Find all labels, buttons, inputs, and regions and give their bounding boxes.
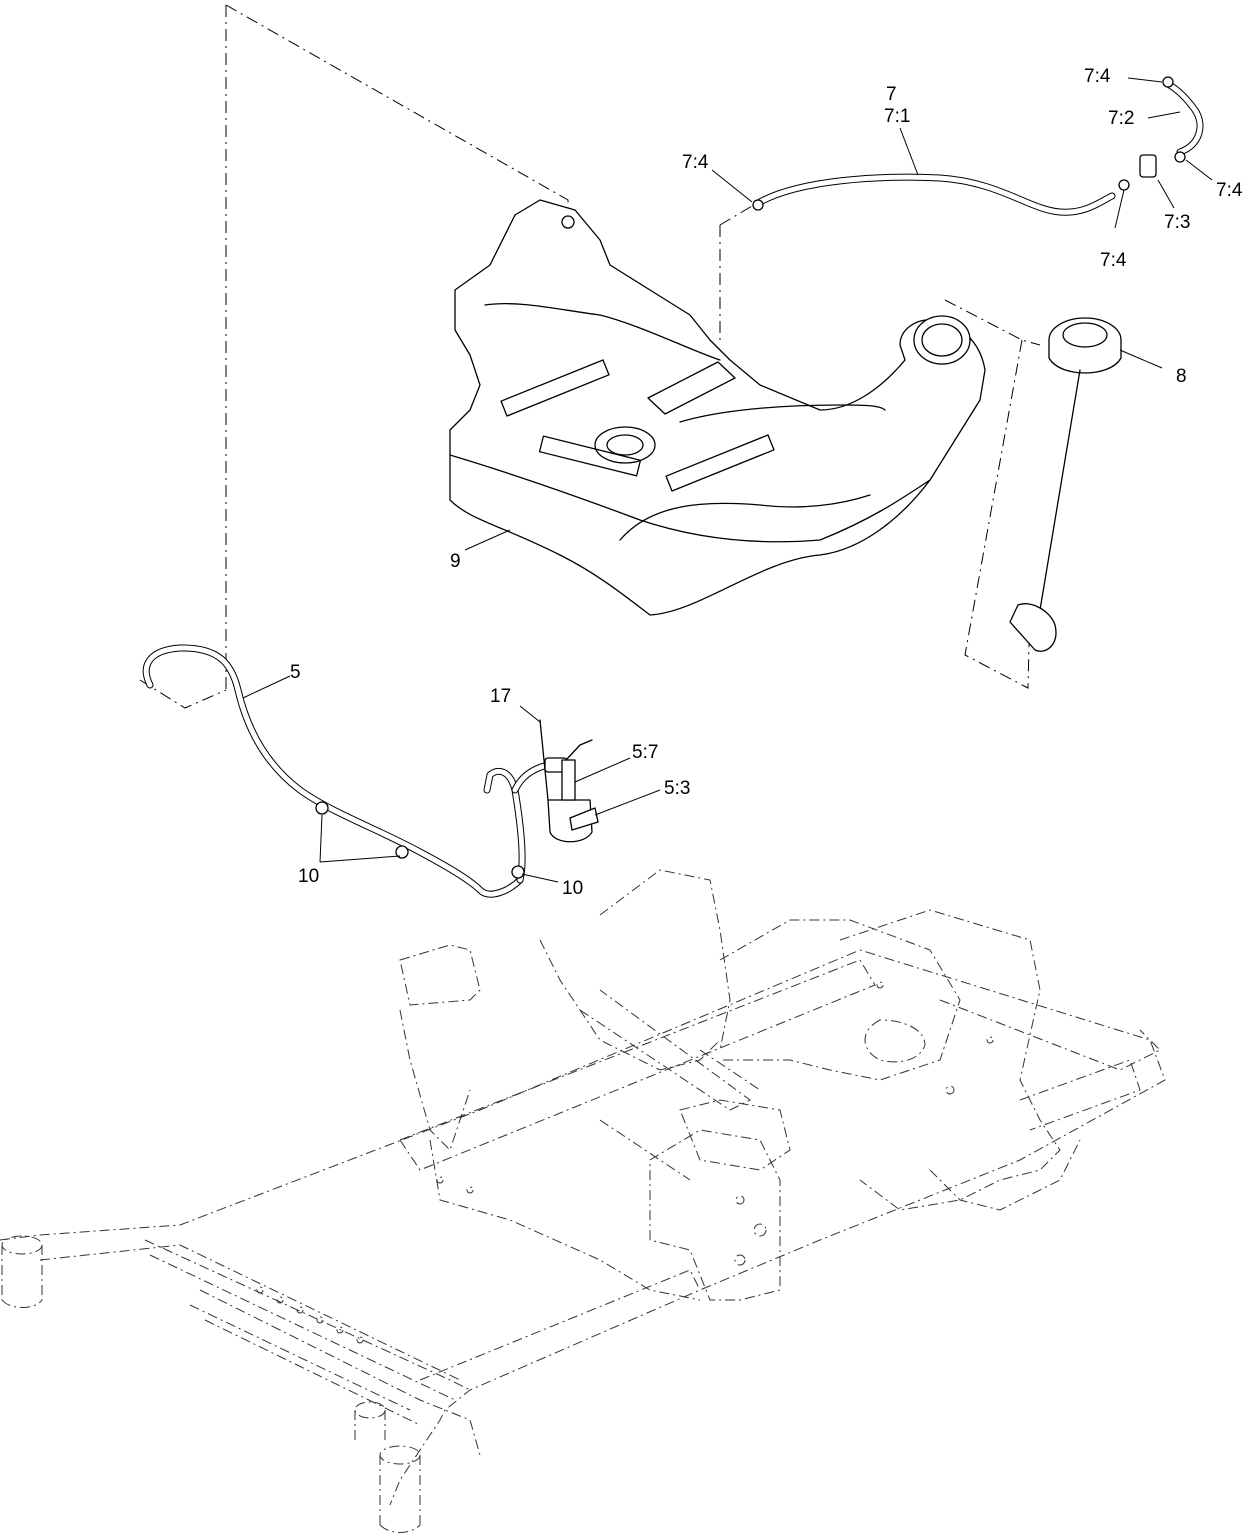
callout-7-4-left: 7:4 bbox=[682, 152, 709, 173]
callout-labels: 7 7:1 7:4 7:2 7:4 7:4 7:3 7:4 8 9 5 17 5… bbox=[290, 66, 1243, 899]
callout-7-1: 7:1 bbox=[884, 106, 910, 127]
callout-5-7: 5:7 bbox=[632, 742, 658, 763]
callout-10-left: 10 bbox=[298, 866, 319, 887]
vent-hose-assembly bbox=[752, 76, 1204, 216]
callout-10-right: 10 bbox=[562, 878, 583, 899]
chassis-frame bbox=[0, 869, 1166, 1533]
fuel-filter bbox=[539, 719, 599, 843]
vent-valve bbox=[1139, 154, 1157, 178]
callout-7-4-bottom: 7:4 bbox=[1100, 250, 1127, 271]
callout-5: 5 bbox=[290, 662, 301, 683]
fuel-cap bbox=[1009, 317, 1122, 652]
frame-holes bbox=[256, 981, 994, 1344]
callout-17: 17 bbox=[490, 686, 511, 707]
fuel-tank bbox=[449, 199, 986, 616]
callout-5-3: 5:3 bbox=[664, 778, 690, 799]
callout-7-2: 7:2 bbox=[1108, 108, 1134, 129]
callout-9: 9 bbox=[450, 551, 461, 572]
callout-8: 8 bbox=[1176, 366, 1187, 387]
leader-lines bbox=[242, 77, 1213, 883]
callout-7: 7 bbox=[886, 84, 897, 105]
callout-7-4-top: 7:4 bbox=[1084, 66, 1111, 87]
callout-7-3: 7:3 bbox=[1164, 212, 1190, 233]
fuel-line bbox=[142, 644, 552, 898]
callout-7-4-right: 7:4 bbox=[1216, 180, 1243, 201]
